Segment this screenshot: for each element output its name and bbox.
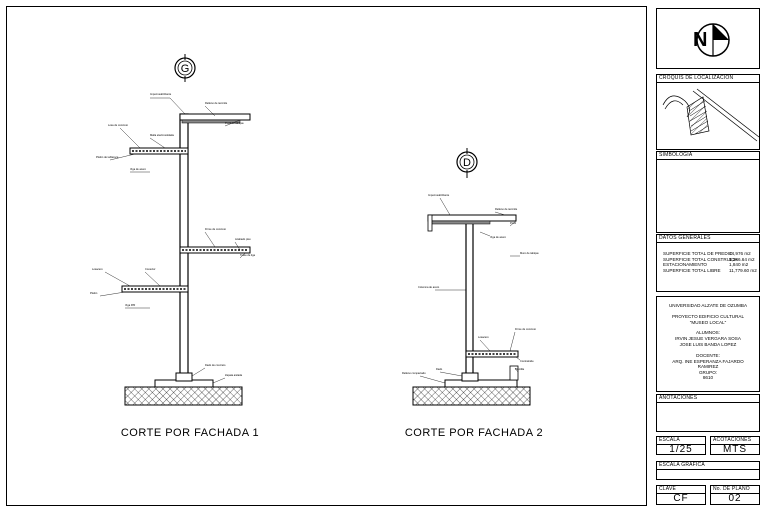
north-letter: N <box>693 29 708 51</box>
scale-box: ESCALA 1/25 <box>656 436 706 455</box>
svg-text:Pretil: Pretil <box>510 221 516 225</box>
general-data-box: DATOS GENERALES SUPERFICIE TOTAL DE PRED… <box>656 234 760 292</box>
svg-text:Acabado piso: Acabado piso <box>235 237 251 241</box>
svg-text:Contratrabe: Contratrabe <box>520 359 534 363</box>
graphic-scale-label: ESCALA GRAFICA <box>657 462 759 470</box>
key-value: CF <box>673 493 689 504</box>
general-data-value: 1,386.64 m2 <box>729 256 755 262</box>
svg-text:Impermeabilizante: Impermeabilizante <box>150 92 172 96</box>
section-2: D Impermeabil <box>402 148 543 439</box>
svg-text:Relleno de tezontle: Relleno de tezontle <box>495 207 518 211</box>
svg-text:Muro de tabique: Muro de tabique <box>520 251 539 255</box>
graphic-scale-box: ESCALA GRAFICA <box>656 461 760 480</box>
north-symbol-box: N <box>656 8 760 69</box>
group-value: 8610 <box>702 375 714 380</box>
project-type: PROYECTO EDIFICIO CULTURAL <box>671 314 745 319</box>
general-data-value: 14,976 m2 <box>729 251 751 256</box>
svg-text:Losacero: Losacero <box>478 335 489 339</box>
section-2-title: CORTE POR FACHADA 2 <box>405 427 543 439</box>
symbology-label: SIMBOLOGIA <box>657 152 759 160</box>
svg-text:Losa de concreto: Losa de concreto <box>108 123 128 127</box>
notes-label: ANOTACIONES <box>657 395 759 403</box>
scale-value: 1/25 <box>669 444 693 455</box>
symbology-box: SIMBOLOGIA <box>656 151 760 233</box>
units-label: ACOTACIONES <box>711 437 759 445</box>
group-label: GRUPO: <box>698 369 718 375</box>
svg-text:Conector: Conector <box>145 267 156 271</box>
units-box: ACOTACIONES MTS <box>710 436 760 455</box>
svg-text:Malla electrosoldada: Malla electrosoldada <box>150 133 174 137</box>
svg-text:Losacero: Losacero <box>92 267 103 271</box>
svg-text:Impermeabilizante: Impermeabilizante <box>428 193 450 197</box>
svg-text:Viga IPR: Viga IPR <box>125 303 135 307</box>
svg-text:Dado de concreto: Dado de concreto <box>205 363 226 367</box>
location-sketch-box: CROQUIS DE LOCALIZACION <box>656 74 760 150</box>
svg-text:Dado: Dado <box>436 367 443 371</box>
svg-text:Trabe de liga: Trabe de liga <box>240 253 256 257</box>
scale-label: ESCALA <box>657 437 705 445</box>
axis-label-d: D <box>463 157 471 169</box>
project-info-box: UNIVERSIDAD ALZATE DE OZUMBA PROYECTO ED… <box>656 296 760 392</box>
plan-number-label: No. DE PLANO <box>711 486 759 494</box>
units-value: MTS <box>722 444 748 455</box>
general-data-label: DATOS GENERALES <box>657 235 759 243</box>
svg-text:Firme de concreto: Firme de concreto <box>205 227 226 231</box>
notes-box: ANOTACIONES <box>656 394 760 432</box>
teacher-label: DOCENTE: <box>696 353 720 358</box>
general-data-row: SUPERFICIE TOTAL DE PREDIO <box>663 251 733 256</box>
svg-text:Relleno compactado: Relleno compactado <box>402 371 426 375</box>
location-sketch-label: CROQUIS DE LOCALIZACION <box>657 75 759 83</box>
student-2: JOSE LUIS BANDA LOPEZ <box>679 342 737 347</box>
svg-text:Firme de concreto: Firme de concreto <box>515 327 536 331</box>
svg-text:Plafon de tablaroca: Plafon de tablaroca <box>96 155 119 159</box>
project-name: "MUSEO LOCAL" <box>689 319 727 325</box>
section-1: G <box>90 54 259 439</box>
section-1-title: CORTE POR FACHADA 1 <box>121 427 259 439</box>
plan-number-value: 02 <box>728 493 742 504</box>
general-data-value: 11,779.60 m2 <box>729 267 757 273</box>
general-data-row: SUPERFICIE TOTAL CONSTRUIDA <box>663 256 738 262</box>
plan-number-box: No. DE PLANO 02 <box>710 485 760 505</box>
university-name: UNIVERSIDAD ALZATE DE OZUMBA <box>668 303 748 308</box>
svg-text:Viga de acero: Viga de acero <box>130 167 147 171</box>
student-1: IRVIN JESUE VERGARA SOSA <box>675 336 741 341</box>
general-data-row: ESTACIONAMIENTO <box>663 262 707 267</box>
north-arrow-icon <box>696 23 730 57</box>
teacher-line-2: RAMIREZ <box>697 364 719 369</box>
general-data-value: 1,840 m2 <box>729 262 749 267</box>
teacher-line-1: ARQ. INE ESPERANZA FAJARDO <box>672 358 744 364</box>
svg-text:Pretil de tabique: Pretil de tabique <box>225 121 244 125</box>
key-box: CLAVE CF <box>656 485 706 505</box>
location-sketch-drawing <box>662 88 760 142</box>
svg-text:Plantilla: Plantilla <box>515 367 525 371</box>
axis-label-g: G <box>181 63 190 75</box>
key-label: CLAVE <box>657 486 705 494</box>
svg-text:Relleno de tezontle: Relleno de tezontle <box>205 101 228 105</box>
svg-text:Zapata aislada: Zapata aislada <box>225 373 243 377</box>
students-label: ALUMNOS: <box>696 330 720 335</box>
svg-text:Columna de acero: Columna de acero <box>418 285 440 289</box>
svg-text:Viga de acero: Viga de acero <box>490 235 507 239</box>
drawing-frame <box>6 6 647 506</box>
section-drawings: G <box>90 54 543 439</box>
svg-text:Plafon: Plafon <box>90 291 98 295</box>
general-data-row: SUPERFICIE TOTAL LIBRE <box>663 267 721 273</box>
